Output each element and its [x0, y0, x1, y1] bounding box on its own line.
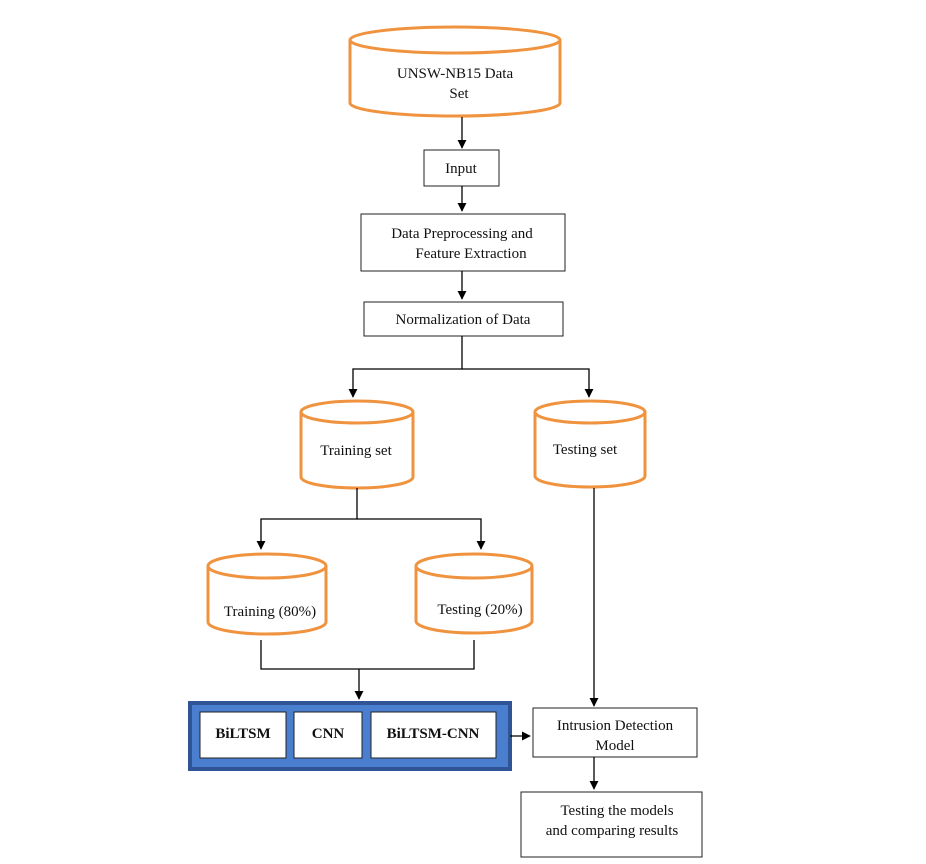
training-80-cylinder: Training (80%): [206, 552, 328, 636]
model-cnn-label: CNN: [312, 726, 345, 742]
preprocessing-box: Data Preprocessing and Feature Extractio…: [360, 213, 566, 272]
testing-20-label: Testing (20%): [437, 602, 522, 618]
model-biltsm-cnn-box: BiLTSM-CNN: [370, 711, 497, 759]
models-panel: BiLTSM CNN BiLTSM-CNN: [188, 701, 512, 771]
preprocessing-label-line2: Feature Extraction: [415, 246, 527, 262]
testing-set-cylinder: Testing set: [533, 399, 647, 489]
model-biltsm-box: BiLTSM: [199, 711, 287, 759]
arrow-trainingset-testing20: [357, 518, 486, 550]
ids-model-label-line1: Intrusion Detection: [557, 718, 674, 734]
dataset-cylinder: UNSW-NB15 Data Set: [348, 25, 562, 118]
preprocessing-label-line1: Data Preprocessing and: [391, 226, 533, 242]
model-biltsm-cnn-label: BiLTSM-CNN: [387, 726, 480, 742]
results-label-line1: Testing the models: [560, 803, 673, 819]
training-set-label: Training set: [320, 443, 392, 459]
normalization-label: Normalization of Data: [396, 312, 531, 328]
training-80-label: Training (80%): [224, 604, 316, 620]
input-label: Input: [445, 161, 477, 177]
model-cnn-box: CNN: [293, 711, 363, 759]
results-label-line2: and comparing results: [546, 823, 679, 839]
merge-line-splits: [260, 640, 475, 670]
training-set-cylinder: Training set: [299, 399, 415, 490]
ids-model-box: Intrusion Detection Model: [532, 707, 698, 758]
testing-20-cylinder: Testing (20%): [414, 552, 534, 635]
arrow-normalization-testing: [462, 368, 594, 398]
input-box: Input: [423, 149, 500, 187]
normalization-box: Normalization of Data: [363, 301, 564, 337]
dataset-label-line1: UNSW-NB15 Data: [397, 66, 514, 82]
ids-model-label-line2: Model: [595, 738, 634, 754]
dataset-label-line2: Set: [449, 86, 469, 102]
results-box: Testing the models and comparing results: [520, 791, 703, 858]
arrow-trainingset-training80: [256, 488, 358, 550]
arrow-normalization-training: [348, 336, 463, 398]
testing-set-label: Testing set: [553, 442, 618, 458]
model-biltsm-label: BiLTSM: [215, 726, 270, 742]
